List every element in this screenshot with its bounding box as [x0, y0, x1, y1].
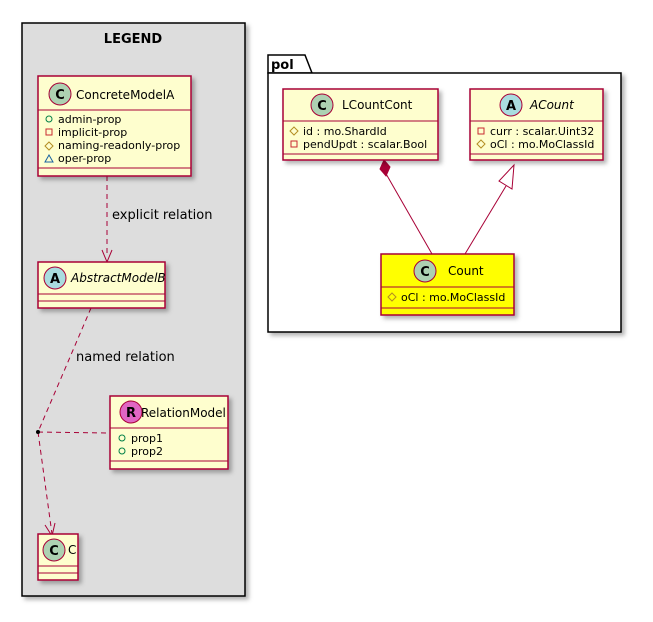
composition-diamond	[379, 159, 391, 177]
class-name: ACount	[529, 98, 575, 112]
class-property: oCl : mo.MoClassId	[401, 291, 505, 304]
explicit-relation-label: explicit relation	[112, 208, 212, 223]
svg-text:A: A	[50, 272, 60, 287]
class-a-icon	[499, 93, 523, 117]
class-name: AbstractModelB	[70, 271, 166, 285]
class-concretemodela[interactable]: C ConcreteModelA admin-prop implicit-pro…	[37, 75, 192, 177]
svg-text:C: C	[55, 88, 65, 103]
class-property: implicit-prop	[58, 126, 127, 139]
legend-title: LEGEND	[104, 32, 163, 47]
svg-text:C: C	[317, 99, 327, 114]
class-relationmodel[interactable]: R RelationModel prop1 prop2	[109, 395, 229, 470]
visibility-protected-icon	[44, 141, 54, 151]
visibility-public-icon	[118, 447, 126, 455]
relation-association-line	[37, 431, 111, 434]
class-property: oCl : mo.MoClassId	[490, 138, 594, 151]
class-property: id : mo.ShardId	[303, 125, 387, 138]
legend-relations: explicit relation named relation	[36, 176, 212, 538]
class-acount[interactable]: A ACount curr : scalar.Uint32 oCl : mo.M…	[469, 88, 604, 161]
visibility-private-icon	[45, 128, 53, 136]
class-abstractmodelb[interactable]: A AbstractModelB	[37, 261, 166, 309]
visibility-private-icon	[477, 127, 485, 135]
class-property: admin-prop	[58, 113, 121, 126]
class-property: pendUpdt : scalar.Bool	[303, 138, 427, 151]
class-c-icon	[413, 259, 437, 283]
visibility-protected-icon	[476, 139, 486, 149]
svg-text:A: A	[506, 99, 516, 114]
class-property: prop2	[131, 445, 163, 458]
class-count[interactable]: C Count oCl : mo.MoClassId	[380, 253, 515, 316]
svg-text:R: R	[126, 406, 136, 421]
class-property: naming-readonly-prop	[58, 139, 180, 152]
named-relation-label: named relation	[76, 350, 175, 365]
class-c-icon	[42, 538, 66, 562]
class-name: LCountCont	[342, 98, 413, 112]
class-name: C	[68, 543, 76, 557]
inheritance-arrowhead	[498, 163, 515, 190]
class-lcountcont[interactable]: C LCountCont id : mo.ShardId pendUpdt : …	[282, 88, 439, 161]
class-c[interactable]: C C	[37, 533, 79, 581]
class-r-icon	[119, 400, 143, 424]
class-name: Count	[448, 264, 484, 278]
class-name: ConcreteModelA	[76, 88, 175, 102]
relation-junction-dot	[36, 430, 40, 434]
svg-text:C: C	[420, 265, 430, 280]
class-c-icon	[310, 93, 334, 117]
class-name: RelationModel	[141, 406, 226, 420]
svg-text:C: C	[49, 544, 59, 559]
class-property: curr : scalar.Uint32	[490, 125, 594, 138]
visibility-private-icon	[290, 140, 298, 148]
pol-relations	[379, 159, 515, 255]
inheritance-line	[464, 185, 507, 255]
package-name: pol	[271, 58, 294, 73]
visibility-public-icon	[45, 115, 53, 123]
visibility-public-icon	[118, 434, 126, 442]
visibility-package-icon	[44, 153, 54, 163]
visibility-protected-icon	[289, 126, 299, 136]
class-property: prop1	[131, 432, 163, 445]
named-relation-line-b	[37, 431, 53, 535]
visibility-protected-icon	[387, 292, 397, 302]
class-c-icon	[48, 82, 72, 106]
class-property: oper-prop	[58, 152, 111, 165]
composition-line	[384, 171, 433, 255]
named-relation-line-a	[37, 307, 92, 433]
class-a-icon	[43, 266, 67, 290]
